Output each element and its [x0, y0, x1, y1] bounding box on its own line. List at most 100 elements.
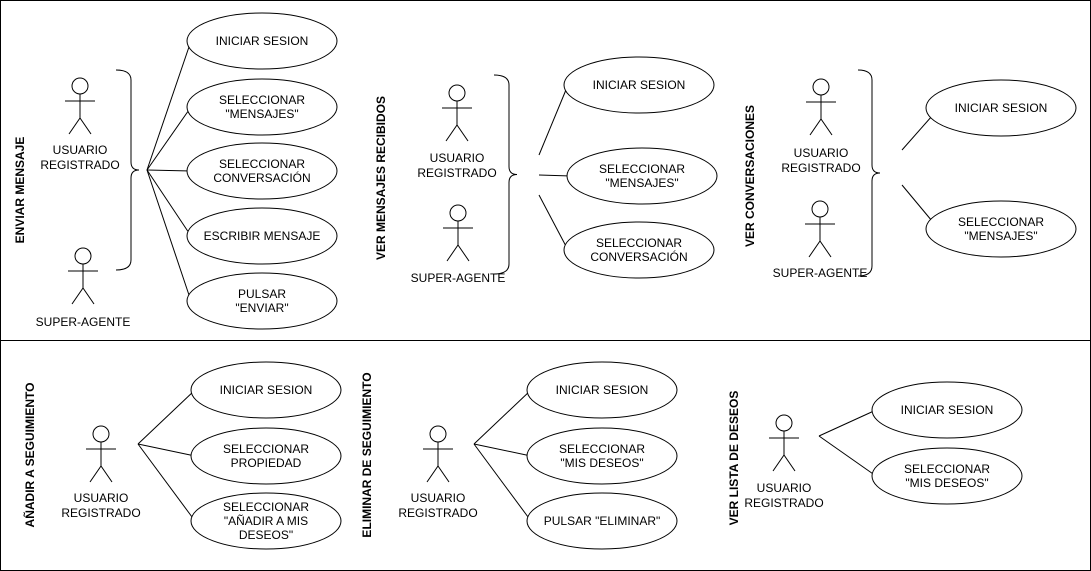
use-case-ellipse	[190, 361, 342, 419]
association-line	[146, 169, 192, 237]
diagram-title: ELIMINAR DE SEGUIMIENTO	[360, 372, 374, 537]
use-case-label: SELECCIONAR"MIS DESEOS"	[904, 462, 990, 490]
use-case-ellipse	[925, 79, 1077, 137]
actor-super-agente: SUPER-AGENTE	[36, 247, 131, 329]
actor-leg-right	[457, 244, 470, 262]
use-case-ellipse	[563, 221, 715, 279]
use-case-label: SELECCIONAR"MENSAJES"	[958, 215, 1044, 243]
actor-head	[775, 414, 793, 432]
actor-leg-left	[446, 244, 459, 262]
use-case-label: INICIAR SESION	[955, 101, 1048, 115]
use-case-label: ESCRIBIR MENSAJE	[204, 229, 321, 243]
use-case-label: SELECCIONAR"MENSAJES"	[219, 93, 305, 121]
actor-label: SUPER-AGENTE	[36, 315, 131, 329]
association-line	[146, 169, 192, 172]
actor-leg-right	[819, 240, 832, 258]
actor-leg-left	[445, 124, 458, 142]
actor-brace	[857, 69, 881, 277]
use-case-label: PULSAR"ENVIAR"	[235, 287, 288, 315]
actor-leg-right	[456, 124, 469, 142]
diagram-title: VER LISTA DE DESEOS	[727, 391, 741, 526]
association-line	[473, 389, 532, 445]
use-case: SELECCIONAR"MENSAJES"	[186, 78, 338, 136]
actor-leg-left	[808, 240, 821, 258]
use-case-label: INICIAR SESION	[593, 78, 686, 92]
use-case-ellipse	[526, 427, 678, 485]
association-line	[538, 174, 572, 177]
use-case: INICIAR SESION	[190, 361, 342, 419]
use-case: SELECCIONAR"MIS DESEOS"	[526, 427, 678, 485]
use-case-label: INICIAR SESION	[901, 403, 994, 417]
use-case: INICIAR SESION	[186, 12, 338, 70]
use-case: SELECCIONAR"MENSAJES"	[566, 147, 718, 205]
association-line	[146, 106, 192, 171]
use-case: SELECCIONAR"MENSAJES"	[925, 200, 1077, 258]
association-line	[146, 169, 192, 302]
use-case: INICIAR SESION	[925, 79, 1077, 137]
use-case-label: INICIAR SESION	[216, 34, 309, 48]
actor-brace	[115, 69, 140, 271]
association-line	[137, 443, 196, 457]
diagram-title: VER MENSAJES RECIBIDOS	[374, 96, 388, 260]
use-case-label: INICIAR SESION	[556, 383, 649, 397]
use-case: ESCRIBIR MENSAJE	[186, 207, 338, 265]
actor-leg-right	[100, 465, 113, 483]
actor-head	[811, 200, 829, 218]
diagram-title: ENVIAR MENSAJE	[13, 137, 27, 244]
association-line	[538, 194, 569, 251]
actor-leg-right	[79, 117, 92, 135]
use-case: SELECCIONAR"MIS DESEOS"	[871, 447, 1023, 505]
actor-super-agente: SUPER-AGENTE	[411, 204, 506, 285]
association-line	[901, 115, 933, 151]
use-case-ellipse	[186, 142, 338, 200]
use-case-ellipse	[871, 447, 1023, 505]
use-case-label: INICIAR SESION	[220, 383, 313, 397]
actor-leg-left	[68, 117, 81, 135]
actor-head	[429, 425, 447, 443]
association-line	[473, 443, 532, 457]
actor-leg-right	[783, 454, 796, 472]
association-line	[901, 184, 933, 222]
use-case-ellipse	[563, 56, 715, 114]
use-case-ellipse	[190, 492, 342, 550]
association-line	[473, 443, 532, 522]
use-case: INICIAR SESION	[563, 56, 715, 114]
actor-label: SUPER-AGENTE	[411, 271, 506, 285]
actor-leg-left	[772, 454, 785, 472]
use-case-ellipse	[186, 12, 338, 70]
actor-head	[448, 84, 466, 102]
actor-leg-left	[426, 465, 439, 483]
actor-head	[449, 204, 467, 222]
actor-leg-left	[89, 465, 102, 483]
diagram-title: VER CONVERSACIONES	[743, 105, 757, 247]
use-case: INICIAR SESION	[871, 381, 1023, 439]
actor-leg-right	[820, 118, 833, 136]
actor-head	[74, 247, 92, 265]
actor-label: SUPER-AGENTE	[773, 266, 868, 280]
actor-leg-right	[437, 465, 450, 483]
actor-head	[71, 77, 89, 95]
use-case-ellipse	[925, 200, 1077, 258]
actor-leg-right	[82, 287, 95, 305]
use-case: PULSAR "ELIMINAR"	[526, 492, 678, 550]
association-line	[818, 409, 877, 437]
actor-super-agente: SUPER-AGENTE	[773, 200, 868, 280]
association-line	[137, 443, 196, 522]
diagram-title: AÑADIR A SEGUIMIENTO	[22, 383, 37, 528]
